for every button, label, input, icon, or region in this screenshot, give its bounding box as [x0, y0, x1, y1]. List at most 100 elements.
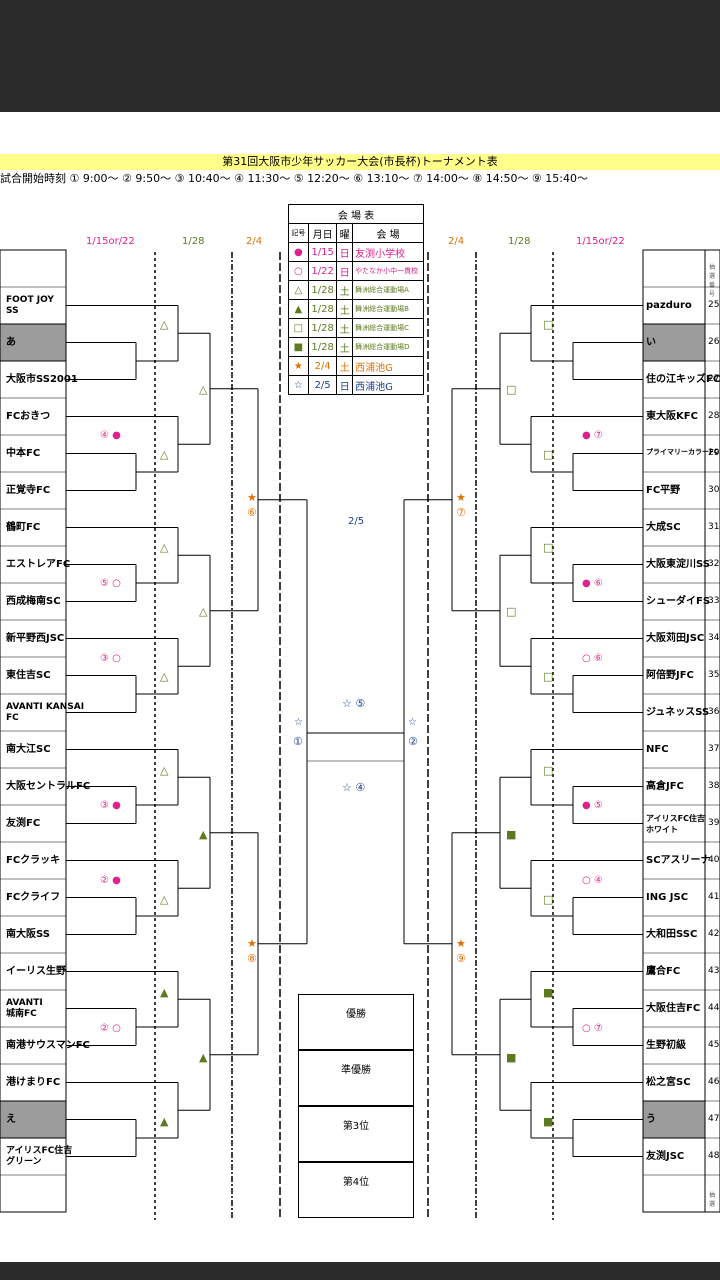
result-box-runner-up: 準優勝 [298, 1050, 414, 1106]
left-r2-venue-mark: △ [160, 893, 169, 906]
right-team-number: 45 [708, 1039, 720, 1050]
left-team-name: 南港サウスマンFC [6, 1039, 90, 1051]
right-semi-star: ☆ [408, 717, 417, 728]
right-team-number: 43 [708, 965, 720, 976]
right-team-number: 41 [708, 891, 720, 902]
right-team-number: 40 [708, 854, 720, 865]
result-label: 第4位 [342, 1177, 370, 1188]
venue-date: 1/28 [307, 280, 338, 300]
right-team-name: 松之宮SC [646, 1076, 691, 1088]
round-date-left-r2: 1/28 [182, 236, 205, 247]
left-team-name: アイリスFC住吉 グリーン [6, 1145, 73, 1167]
right-team-name: 友渕JSC [646, 1150, 685, 1162]
left-team-name: 港けまりFC [6, 1076, 61, 1088]
left-team-name: 南大阪SS [6, 928, 50, 940]
page-title: 第31回大阪市少年サッカー大会(市長杯)トーナメント表 [0, 154, 720, 170]
right-team-name: 大阪住吉FC [646, 1002, 701, 1014]
left-bye-row [0, 1100, 67, 1139]
right-r1-venue-mark: ● ⑦ [582, 430, 603, 441]
venue-symbol: ☆ [288, 375, 309, 395]
right-r3-venue-mark: ■ [506, 828, 517, 841]
left-r2-venue-mark: △ [160, 541, 169, 554]
left-r4-match-number: ⑥ [247, 506, 257, 519]
third-place-match-label: ☆ ④ [342, 781, 366, 794]
right-team-number: 42 [708, 928, 720, 939]
right-team-number: 39 [708, 817, 720, 828]
round-date-final: 2/5 [348, 516, 365, 527]
right-team-name: 生野初級 [646, 1039, 686, 1051]
right-r3-venue-mark: ■ [506, 1051, 517, 1064]
left-r1-venue-mark: ③ ● [100, 800, 121, 811]
right-r4-match-number: ⑦ [456, 506, 466, 519]
right-team-number: 37 [708, 743, 720, 754]
left-r3-venue-mark: ▲ [199, 828, 208, 841]
right-team-name: ING JSC [646, 891, 689, 903]
left-r3-venue-mark: △ [199, 605, 208, 618]
right-team-number: 44 [708, 1002, 720, 1013]
left-r3-venue-mark: ▲ [199, 1051, 208, 1064]
left-team-name: 友渕FC [6, 817, 41, 829]
left-team-name: え [6, 1113, 16, 1125]
right-team-number: 26 [708, 336, 720, 347]
round-date-left-r3: 2/4 [246, 236, 263, 247]
right-team-number: 31 [708, 521, 720, 532]
right-team-number: 35 [708, 669, 720, 680]
right-team-name: 住の江キッズFC [646, 373, 720, 385]
right-bye-row [642, 323, 706, 362]
left-r1-venue-mark: ② ○ [100, 1023, 121, 1034]
left-r4-star: ★ [247, 937, 257, 950]
venue-venue: 西浦池G [352, 375, 424, 395]
right-team-name: 大阪苅田JSC [646, 632, 705, 644]
round-date-right-r3: 2/4 [448, 236, 465, 247]
right-r3-venue-mark: □ [506, 605, 517, 618]
left-team-name: FCクライフ [6, 891, 61, 903]
right-team-name: プライマリーカラーFC [646, 447, 719, 456]
right-r4-star: ★ [456, 491, 466, 504]
round-date-left-r1: 1/15or/22 [86, 236, 135, 247]
right-r4-star: ★ [456, 937, 466, 950]
right-r3-venue-mark: □ [506, 383, 517, 396]
left-r2-venue-mark: △ [160, 448, 169, 461]
right-team-name: 大阪東淀川SS [646, 558, 710, 570]
right-team-number: 34 [708, 632, 720, 643]
left-team-name: FCおきつ [6, 410, 51, 422]
right-team-name: FC平野 [646, 484, 681, 496]
left-r2-venue-mark: △ [160, 318, 169, 331]
right-team-name: 鷹合FC [646, 965, 681, 977]
right-team-number: 33 [708, 595, 720, 606]
right-team-name: ジュネッスSS [646, 706, 710, 718]
left-r1-venue-mark: ③ ○ [100, 653, 121, 664]
left-team-name: FCクラッキ [6, 854, 61, 866]
right-r2-venue-mark: □ [543, 893, 554, 906]
left-r2-venue-mark: △ [160, 764, 169, 777]
left-team-name: 大阪セントラルFC [6, 780, 91, 792]
right-r2-venue-mark: □ [543, 541, 554, 554]
right-r1-venue-mark: ● ⑥ [582, 578, 603, 589]
left-r2-venue-mark: △ [160, 670, 169, 683]
result-box-fourth: 第4位 [298, 1162, 414, 1218]
right-r2-venue-mark: □ [543, 764, 554, 777]
final-match-label: ☆ ⑤ [342, 697, 366, 710]
result-label: 第3位 [342, 1121, 370, 1132]
right-r2-venue-mark: □ [543, 318, 554, 331]
venue-day: 日 [336, 375, 354, 395]
left-team-name: 鶴町FC [6, 521, 41, 533]
right-r1-venue-mark: ○ ④ [582, 875, 603, 886]
left-team-name: 正覚寺FC [6, 484, 51, 496]
right-team-name: い [646, 336, 656, 348]
left-team-name: エストレアFC [6, 558, 71, 570]
right-team-number: 32 [708, 558, 720, 569]
round-date-right-r2: 1/28 [508, 236, 531, 247]
right-r2-venue-mark: ■ [543, 986, 554, 999]
result-label: 準優勝 [341, 1065, 371, 1076]
venue-date: 2/5 [307, 375, 338, 395]
round-date-right-r1: 1/15or/22 [576, 236, 625, 247]
right-team-name: pazduro [646, 299, 692, 311]
left-r1-venue-mark: ② ● [100, 875, 121, 886]
result-label: 優勝 [346, 1009, 366, 1020]
